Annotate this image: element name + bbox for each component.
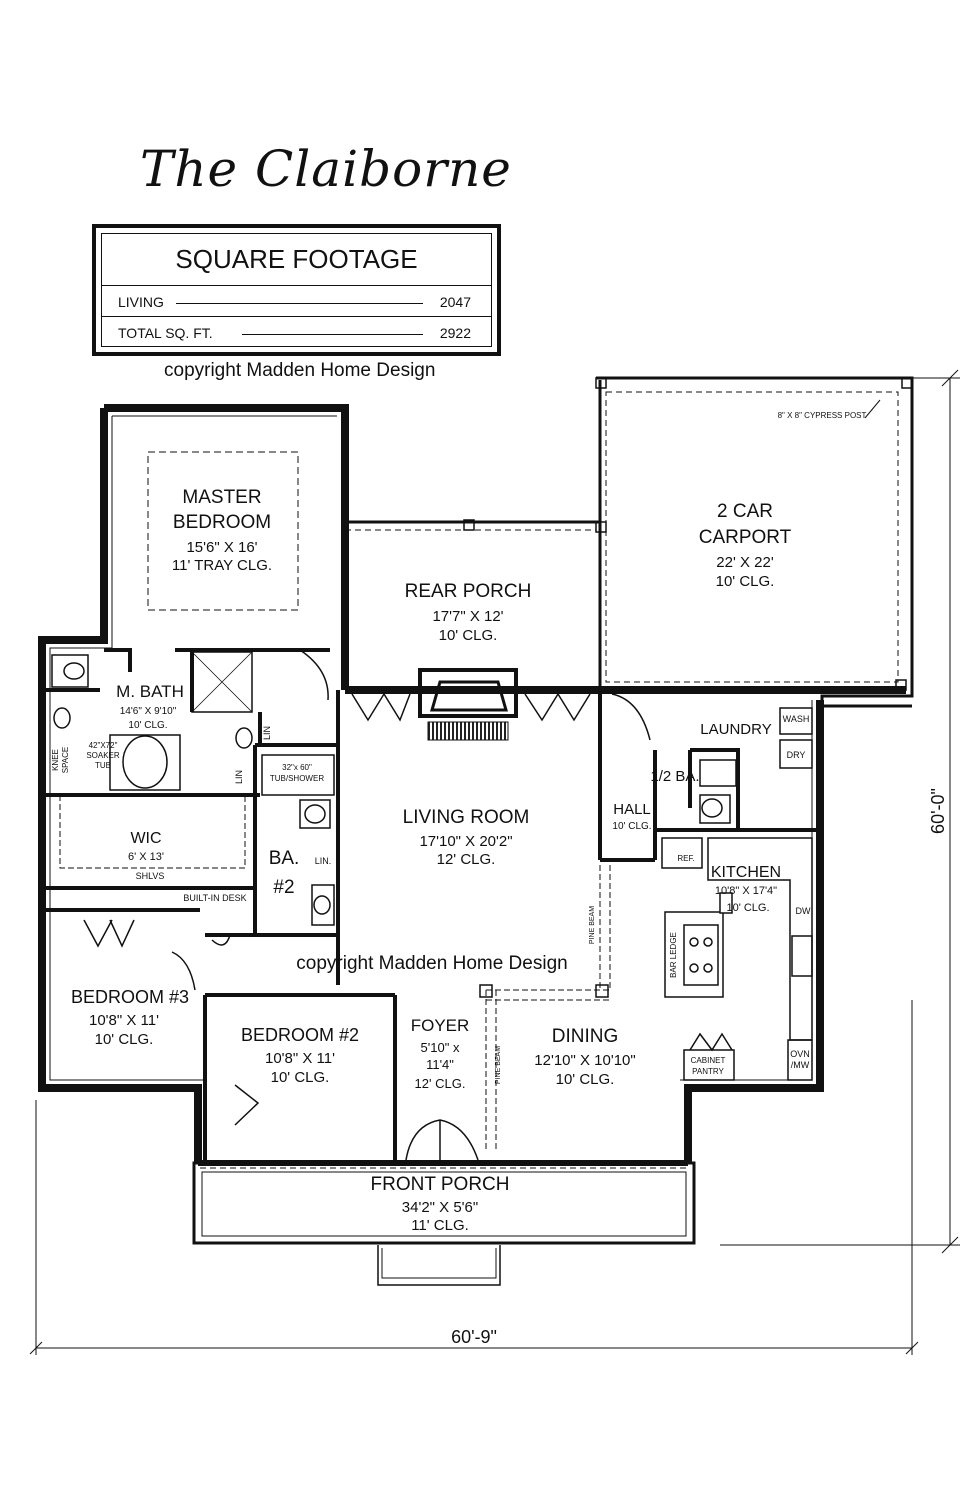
square-footage-box: SQUARE FOOTAGE LIVING 2047 TOTAL SQ. FT.… <box>92 224 501 356</box>
copyright-top: copyright Madden Home Design <box>164 360 436 381</box>
bath2-label: BA. <box>269 848 300 869</box>
soaker-tub-label: 42"X72" <box>89 741 118 750</box>
living-room-ceiling: 12' CLG. <box>437 851 496 868</box>
living-value: 2047 <box>439 294 471 310</box>
front-porch-dims: 34'2" X 5'6" <box>402 1199 478 1216</box>
built-in-desk-label: BUILT-IN DESK <box>183 893 246 903</box>
depth-dimension: 60'-0" <box>928 788 948 834</box>
living-room-dims: 17'10" X 20'2" <box>419 833 512 850</box>
wic-label: WIC <box>130 830 161 847</box>
kitchen-dims: 10'8" X 17'4" <box>715 885 777 897</box>
soaker-tub-label: SOAKER <box>86 751 120 760</box>
rear-porch-dims: 17'7" X 12' <box>432 608 503 625</box>
bedroom3-dims: 10'8" X 11' <box>89 1012 159 1029</box>
exterior-walls <box>38 404 906 1163</box>
hall-ceiling: 10' CLG. <box>612 821 651 832</box>
master-bath-ceiling: 10' CLG. <box>128 720 167 731</box>
bath2-linen: LIN. <box>315 856 332 866</box>
knee-space-label: KNEE <box>51 749 60 771</box>
bath-fixtures <box>51 651 813 926</box>
total-sqft-row: TOTAL SQ. FT. 2922 <box>102 317 491 347</box>
tub-shower-label: TUB/SHOWER <box>270 774 324 783</box>
tub-shower-label: 32"x 60" <box>282 763 312 772</box>
half-bath-label: 1/2 BA. <box>650 768 699 785</box>
rear-doors <box>299 649 651 741</box>
master-bedroom-label: BEDROOM <box>173 512 271 533</box>
width-dimension: 60'-9" <box>451 1327 497 1347</box>
oven-label: /MW <box>791 1060 810 1070</box>
carport-dims: 22' X 22' <box>716 554 774 571</box>
plan-title: The Claiborne <box>140 140 512 198</box>
dining-ceiling: 10' CLG. <box>556 1071 615 1088</box>
interior-walls <box>42 648 822 1163</box>
bedroom-doors <box>83 919 479 1161</box>
dimension-lines <box>29 369 960 1355</box>
refrigerator-label: REF. <box>677 854 694 863</box>
pine-beam-label: PINE BEAM <box>495 1046 502 1084</box>
knee-space-label: SPACE <box>61 747 70 774</box>
pine-beams <box>59 795 611 1150</box>
cabinet-pantry-label: CABINET <box>691 1056 726 1065</box>
carport-outline <box>595 376 914 708</box>
oven-label: OVN <box>790 1049 810 1059</box>
bedroom3-label: BEDROOM #3 <box>71 987 189 1007</box>
linen-label: LIN <box>262 726 272 740</box>
bar-ledge-label: BAR LEDGE <box>669 932 678 978</box>
carport-label: CARPORT <box>699 527 792 548</box>
dining-dims: 12'10" X 10'10" <box>534 1052 635 1069</box>
front-porch-label: FRONT PORCH <box>371 1174 510 1195</box>
front-porch-ceiling: 11' CLG. <box>411 1217 469 1234</box>
cypress-post-note: 8" X 8" CYPRESS POST <box>778 411 867 420</box>
foyer-label: FOYER <box>411 1016 470 1035</box>
dryer-label: DRY <box>787 750 806 760</box>
fireplace <box>418 668 518 741</box>
carport-label: 2 CAR <box>717 501 773 522</box>
laundry-label: LAUNDRY <box>700 721 771 738</box>
total-label: TOTAL SQ. FT. <box>118 325 213 341</box>
hall-label: HALL <box>613 801 651 818</box>
dining-label: DINING <box>552 1026 619 1047</box>
master-bath-label: M. BATH <box>116 682 184 701</box>
kitchen-label: KITCHEN <box>711 864 781 881</box>
copyright-mid: copyright Madden Home Design <box>296 953 567 974</box>
dishwasher-label: DW <box>796 906 811 916</box>
soaker-tub-label: TUB <box>95 761 111 770</box>
rear-porch-label: REAR PORCH <box>405 581 532 602</box>
room-labels: MASTER BEDROOM 15'6" X 16' 11' TRAY CLG.… <box>51 411 948 1347</box>
bedroom2-dims: 10'8" X 11' <box>265 1050 335 1067</box>
leader-line <box>242 334 423 335</box>
living-room-label: LIVING ROOM <box>403 807 530 828</box>
master-bedroom-dims: 15'6" X 16' <box>186 539 257 556</box>
cabinet-pantry-label: PANTRY <box>692 1067 724 1076</box>
master-bath-dims: 14'6" X 9'10" <box>120 706 177 717</box>
bath2-label: #2 <box>273 877 294 898</box>
kitchen-fixtures <box>661 837 813 1081</box>
foyer-ceiling: 12' CLG. <box>415 1076 466 1091</box>
total-value: 2922 <box>439 325 471 341</box>
washer-label: WASH <box>783 714 810 724</box>
wic-dims: 6' X 13' <box>128 851 164 863</box>
rear-porch-ceiling: 10' CLG. <box>439 627 498 644</box>
pine-beam-label: PINE BEAM <box>589 906 596 944</box>
living-sqft-row: LIVING 2047 <box>102 286 491 317</box>
shelves-label: SHLVS <box>136 871 165 881</box>
master-bedroom-ceiling: 11' TRAY CLG. <box>172 557 272 574</box>
foyer-dims: 5'10" x <box>421 1040 460 1055</box>
leader-line <box>176 303 423 304</box>
square-footage-heading: SQUARE FOOTAGE <box>102 234 491 286</box>
front-porch <box>192 1160 696 1286</box>
carport-ceiling: 10' CLG. <box>716 573 775 590</box>
bedroom3-ceiling: 10' CLG. <box>95 1031 154 1048</box>
kitchen-ceiling: 10' CLG. <box>726 902 769 914</box>
living-label: LIVING <box>118 294 164 310</box>
master-bedroom-label: MASTER <box>182 487 261 508</box>
foyer-dims: 11'4" <box>426 1057 454 1072</box>
bedroom2-label: BEDROOM #2 <box>241 1025 359 1045</box>
bedroom2-ceiling: 10' CLG. <box>271 1069 330 1086</box>
linen-label: LIN <box>234 770 244 784</box>
rear-porch-outline <box>345 519 600 531</box>
